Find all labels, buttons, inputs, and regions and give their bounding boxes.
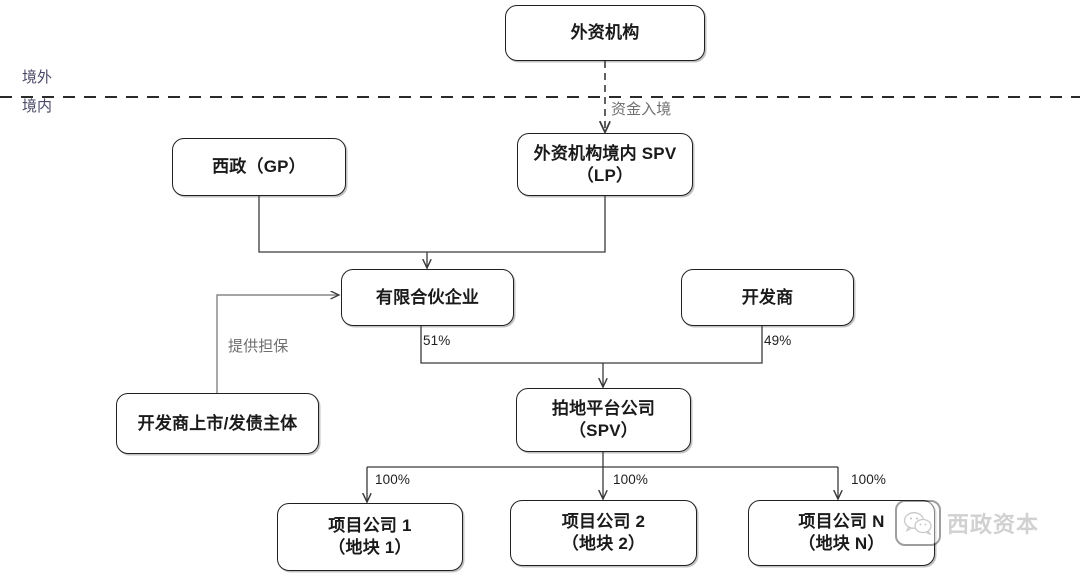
watermark: 西政资本 [895,500,1039,546]
watermark-label: 西政资本 [947,512,1040,537]
node-label: 项目公司 1 （地块 1） [328,516,412,557]
edge-lp-to-bus [427,196,606,253]
edge-dev-49 [603,326,763,364]
edge-label-share-51: 51% [423,333,451,348]
node-developer-listed-bond-entity[interactable]: 开发商上市/发债主体 [116,393,319,454]
node-land-auction-platform[interactable]: 拍地平台公司 （SPV） [516,388,691,452]
node-label: 西政（GP） [212,157,306,177]
edge-label-share-49: 49% [764,333,792,348]
node-label: 项目公司 2 （地块 2） [561,512,646,553]
node-project-company-n[interactable]: 项目公司 N （地块 N） [748,500,935,566]
node-label: 有限合伙企业 [375,287,480,307]
node-label: 开发商上市/发债主体 [137,413,298,433]
node-developer[interactable]: 开发商 [681,269,854,326]
edge-label-share-100-n: 100% [851,472,886,487]
node-label: 外资机构境内 SPV （LP） [533,143,677,185]
node-onshore-spv-lp[interactable]: 外资机构境内 SPV （LP） [517,133,693,196]
node-label: 外资机构 [570,23,640,43]
node-limited-partnership[interactable]: 有限合伙企业 [341,269,514,326]
label-domestic: 境内 [22,98,53,115]
node-label: 项目公司 N （地块 N） [798,512,885,553]
edge-label-share-100-2: 100% [613,472,648,487]
node-xizheng-gp[interactable]: 西政（GP） [172,138,346,196]
node-project-company-1[interactable]: 项目公司 1 （地块 1） [277,503,463,571]
edge-label-provide-guarantee: 提供担保 [228,338,289,355]
label-overseas: 境外 [22,69,53,86]
wechat-icon [895,500,941,546]
node-project-company-2[interactable]: 项目公司 2 （地块 2） [510,500,697,566]
edge-gp-to-bus [258,196,427,253]
node-label: 开发商 [741,287,794,307]
edge-label-capital-inflow: 资金入境 [611,101,672,118]
node-foreign-institution[interactable]: 外资机构 [505,5,705,61]
edge-label-share-100-1: 100% [375,472,410,487]
node-label: 拍地平台公司 （SPV） [551,399,656,440]
